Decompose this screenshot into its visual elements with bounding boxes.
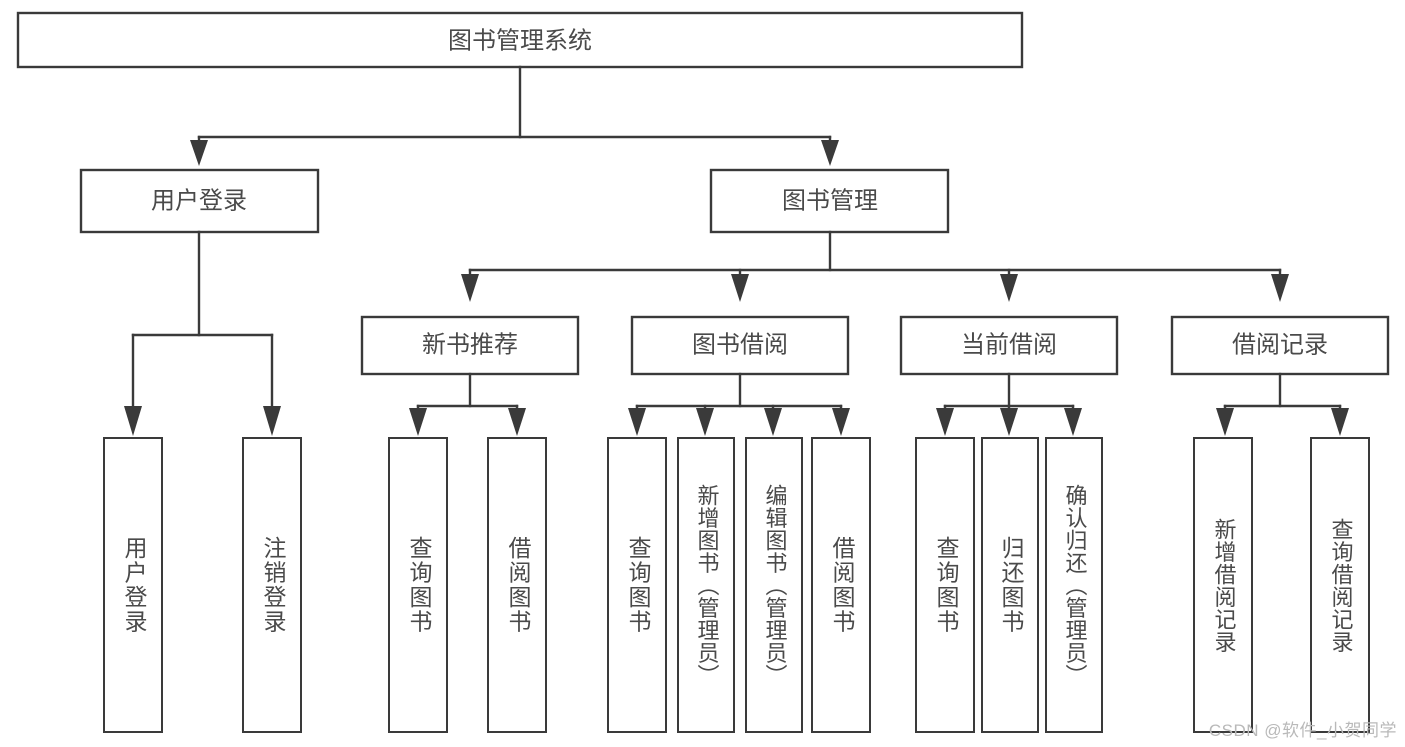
arrowhead-new-book-recommend xyxy=(461,274,479,302)
node-book-manage[interactable]: 图书管理 xyxy=(709,168,950,234)
node-leaf-query-book-3-label: 查询图书 xyxy=(932,536,959,634)
node-root[interactable]: 图书管理系统 xyxy=(16,11,1024,69)
arrowhead-book-manage xyxy=(821,140,839,166)
node-leaf-user-login-label: 用户登录 xyxy=(120,536,147,634)
node-leaf-borrow-book-2-label: 借阅图书 xyxy=(828,536,855,634)
node-leaf-logout-login-label: 注销登录 xyxy=(259,536,286,634)
arrowhead-leaf-borrow-book-2 xyxy=(832,408,850,436)
node-leaf-query-record-label: 查询借阅记录 xyxy=(1328,517,1354,653)
node-leaf-borrow-book-1-label: 借阅图书 xyxy=(504,536,531,634)
arrowhead-book-borrow xyxy=(731,274,749,302)
node-current-borrow-label: 当前借阅 xyxy=(961,331,1057,358)
node-leaf-borrow-book-2[interactable]: 借阅图书 xyxy=(811,437,871,733)
node-new-book-recommend-box[interactable] xyxy=(360,315,580,376)
node-leaf-user-login[interactable]: 用户登录 xyxy=(103,437,163,733)
node-leaf-return-book-label: 归还图书 xyxy=(997,536,1024,634)
node-leaf-query-record[interactable]: 查询借阅记录 xyxy=(1310,437,1370,733)
node-new-book-recommend-label: 新书推荐 xyxy=(422,331,518,358)
connector-borrow-record-to-leaves xyxy=(1216,372,1349,436)
node-leaf-confirm-return-label: 确认归还（管理员） xyxy=(1062,483,1088,687)
node-book-borrow-label: 图书借阅 xyxy=(692,331,788,358)
node-borrow-record[interactable]: 借阅记录 xyxy=(1170,315,1390,376)
connector-new-book-to-leaves xyxy=(409,372,526,436)
node-book-manage-label: 图书管理 xyxy=(782,187,878,214)
arrowhead-leaf-add-book xyxy=(696,408,714,436)
arrowhead-leaf-user-login xyxy=(124,406,142,436)
node-leaf-edit-book-label: 编辑图书（管理员） xyxy=(762,483,788,687)
connector-book-manage-to-level3 xyxy=(461,230,1289,302)
arrowhead-user-login xyxy=(190,140,208,166)
node-leaf-return-book[interactable]: 归还图书 xyxy=(981,437,1039,733)
arrowhead-leaf-borrow-book-1 xyxy=(508,408,526,436)
node-leaf-borrow-book-1[interactable]: 借阅图书 xyxy=(487,437,547,733)
node-leaf-add-record[interactable]: 新增借阅记录 xyxy=(1193,437,1253,733)
arrowhead-leaf-logout-login xyxy=(263,406,281,436)
node-root-box[interactable] xyxy=(16,11,1024,69)
node-borrow-record-label: 借阅记录 xyxy=(1232,331,1328,358)
connector-user-login-to-leaves xyxy=(124,230,281,436)
node-leaf-query-book-2-label: 查询图书 xyxy=(624,536,651,634)
arrowhead-leaf-query-book-1 xyxy=(409,408,427,436)
node-leaf-logout-login[interactable]: 注销登录 xyxy=(242,437,302,733)
node-current-borrow-box[interactable] xyxy=(899,315,1119,376)
arrowhead-leaf-add-record xyxy=(1216,408,1234,436)
arrowhead-leaf-query-book-2 xyxy=(628,408,646,436)
connector-book-borrow-to-leaves xyxy=(628,372,850,436)
arrowhead-current-borrow xyxy=(1000,274,1018,302)
node-new-book-recommend[interactable]: 新书推荐 xyxy=(360,315,580,376)
node-leaf-add-book-label: 新增图书（管理员） xyxy=(694,483,720,687)
node-book-borrow[interactable]: 图书借阅 xyxy=(630,315,850,376)
node-leaf-query-book-2[interactable]: 查询图书 xyxy=(607,437,667,733)
node-current-borrow[interactable]: 当前借阅 xyxy=(899,315,1119,376)
arrowhead-leaf-query-book-3 xyxy=(936,408,954,436)
node-leaf-query-book-1-label: 查询图书 xyxy=(405,536,432,634)
node-leaf-confirm-return[interactable]: 确认归还（管理员） xyxy=(1045,437,1103,733)
node-user-login[interactable]: 用户登录 xyxy=(79,168,320,234)
node-user-login-label: 用户登录 xyxy=(151,187,247,214)
node-book-borrow-box[interactable] xyxy=(630,315,850,376)
node-leaf-edit-book[interactable]: 编辑图书（管理员） xyxy=(745,437,803,733)
node-leaf-add-record-label: 新增借阅记录 xyxy=(1211,517,1237,653)
arrowhead-leaf-query-record xyxy=(1331,408,1349,436)
node-leaf-query-book-3[interactable]: 查询图书 xyxy=(915,437,975,733)
arrowhead-borrow-record xyxy=(1271,274,1289,302)
node-leaf-add-book[interactable]: 新增图书（管理员） xyxy=(677,437,735,733)
arrowhead-leaf-confirm-return xyxy=(1064,408,1082,436)
arrowhead-leaf-edit-book xyxy=(764,408,782,436)
connector-root-to-level2 xyxy=(190,65,839,166)
node-leaf-query-book-1[interactable]: 查询图书 xyxy=(388,437,448,733)
node-root-label: 图书管理系统 xyxy=(448,27,592,54)
connector-current-borrow-to-leaves xyxy=(936,372,1082,436)
arrowhead-leaf-return-book xyxy=(1000,408,1018,436)
